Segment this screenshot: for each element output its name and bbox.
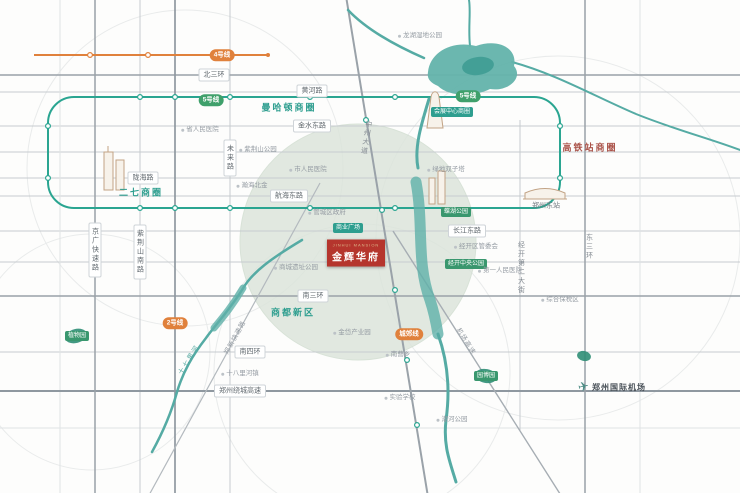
- road-label: 东三环: [585, 233, 593, 261]
- poi-text: 金岱产业园: [338, 328, 371, 336]
- poi-label: 紫荆山公园: [239, 145, 277, 154]
- metro-line-badge: 5号线: [198, 94, 224, 106]
- airport-label: ✈ 郑州国际机场: [576, 378, 646, 395]
- poi-dot-icon: [541, 298, 545, 302]
- poi-label: 十八里河镇: [221, 369, 259, 378]
- poi-label: 潮河公园: [436, 415, 468, 424]
- landmark-badge: 商业广场: [332, 223, 364, 233]
- river-system: [150, 0, 740, 484]
- poi-dot-icon: [384, 396, 388, 400]
- poi-text: 瀚海北金: [241, 181, 268, 189]
- poi-dot-icon: [221, 372, 225, 376]
- poi-dot-icon: [454, 245, 457, 249]
- business-district-label: 曼哈顿商圈: [261, 102, 317, 113]
- poi-text: 绿地双子塔: [432, 165, 465, 173]
- business-district-label: 二七商圈: [118, 187, 164, 198]
- poi-text: 紫荆山公园: [244, 145, 277, 153]
- poi-text: 潮河公园: [441, 415, 468, 423]
- project-english-name: JINHUI MANSION: [332, 242, 380, 248]
- poi-text: 实验学校: [389, 393, 416, 401]
- metro-line-badge: 4号线: [209, 49, 235, 61]
- poi-label: 绿地双子塔: [427, 165, 465, 174]
- poi-dot-icon: [398, 34, 401, 38]
- poi-label: 综合保税区: [541, 295, 579, 304]
- poi-dot-icon: [333, 331, 337, 335]
- poi-label: 管城区政府: [308, 208, 346, 217]
- poi-dot-icon: [308, 211, 312, 215]
- poi-text: 第一人民医院: [483, 266, 522, 274]
- road-label: 航海东路: [270, 189, 308, 203]
- poi-text: 市人民医院: [294, 165, 327, 173]
- poi-label: 省人民医院: [181, 125, 219, 134]
- road-label: 中州大道: [359, 119, 373, 157]
- poi-text: 省人民医院: [186, 125, 219, 133]
- poi-label: 实验学校: [384, 393, 416, 402]
- park-badge: 经开中央公园: [444, 259, 488, 269]
- poi-label: 市人民医院: [289, 165, 327, 174]
- road-label: 经开第二大街: [517, 241, 525, 295]
- road-label: 机场高速: [454, 327, 477, 357]
- road-label: 长江东路: [448, 224, 486, 238]
- poi-text: 商城遗址公园: [279, 263, 318, 271]
- poi-dot-icon: [427, 168, 431, 172]
- poi-text: 经开区管委会: [459, 242, 498, 250]
- poi-label: 经开区管委会: [454, 242, 498, 251]
- poi-dot-icon: [236, 184, 240, 188]
- road-label: 郑州绕城高速: [214, 384, 266, 398]
- poi-label: 南曹乡: [385, 350, 411, 359]
- road-label: 北三环: [198, 68, 230, 82]
- lake: [427, 43, 518, 95]
- business-district-label: 高铁站商圈: [562, 142, 618, 153]
- place-label: 郑州东站: [532, 202, 560, 210]
- poi-label: 商城遗址公园: [274, 263, 318, 272]
- road-label: 南三环: [297, 289, 329, 303]
- road-label: 京广快速路: [88, 222, 102, 278]
- project-name: 金辉华府: [332, 252, 380, 264]
- landmark-badge: 会展中心商圈: [430, 107, 474, 117]
- road-label: 黄河路: [296, 84, 328, 98]
- road-label: 未来路: [223, 139, 237, 177]
- poi-text: 龙湖湿地公园: [403, 31, 442, 39]
- airport-name: 郑州国际机场: [591, 382, 646, 392]
- poi-dot-icon: [181, 128, 185, 132]
- poi-text: 南曹乡: [390, 350, 411, 358]
- poi-dot-icon: [289, 168, 293, 172]
- road-label: 金水东路: [293, 119, 331, 133]
- road-label: 陇海路: [127, 171, 159, 185]
- park-badge: 园博园: [473, 371, 499, 381]
- river-label: 十七里河: [177, 343, 202, 376]
- park-badge: 蝶湖公园: [440, 207, 472, 217]
- poi-dot-icon: [436, 418, 440, 422]
- park-badge: 植物园: [64, 331, 90, 341]
- poi-label: 龙湖湿地公园: [398, 31, 442, 40]
- poi-dot-icon: [239, 148, 243, 152]
- road-label: 南四环: [234, 345, 266, 359]
- poi-label: 瀚海北金: [236, 181, 268, 190]
- metro-line-badge: 城郊线: [395, 328, 423, 340]
- poi-text: 十八里河镇: [226, 369, 259, 377]
- road-label: 紫荆山南路: [133, 224, 147, 280]
- poi-label: 金岱产业园: [333, 328, 371, 337]
- station-dots: [44, 51, 563, 429]
- poi-dot-icon: [478, 269, 481, 273]
- poi-dot-icon: [385, 353, 389, 357]
- airplane-icon: ✈: [576, 378, 591, 395]
- poi-label: 第一人民医院: [478, 266, 522, 275]
- poi-dot-icon: [274, 266, 277, 270]
- metro-line-badge: 5号线: [455, 90, 481, 102]
- poi-text: 管城区政府: [313, 208, 346, 216]
- poi-text: 综合保税区: [546, 295, 579, 303]
- project-marker: JINHUI MANSION 金辉华府: [327, 239, 385, 267]
- metro-line-badge: 2号线: [162, 317, 188, 329]
- business-district-label: 商都新区: [270, 307, 316, 318]
- landmark-buildings: [103, 91, 567, 205]
